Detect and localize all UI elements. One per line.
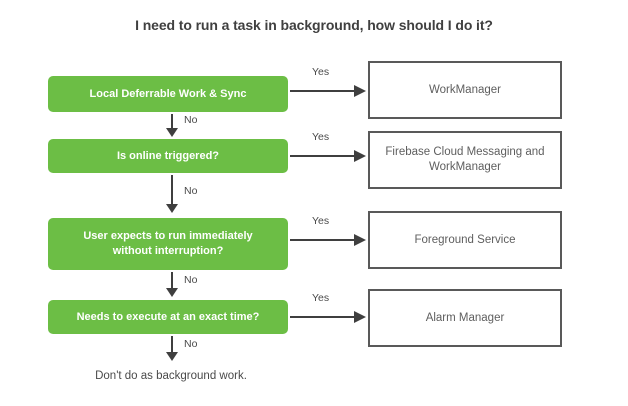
terminal-note: Don't do as background work.	[95, 370, 247, 382]
arrow-head-right-icon	[354, 150, 366, 162]
no-branch-label: No	[184, 114, 198, 126]
arrow-head-down-icon	[166, 204, 178, 213]
outcome-label: Firebase Cloud Messaging and WorkManager	[385, 146, 545, 173]
decision-label: Local Deferrable Work & Sync	[89, 87, 247, 100]
no-arrow-connector-3: No	[166, 272, 226, 299]
yes-arrow-connector-2: Yes	[290, 131, 368, 165]
decision-label: Needs to execute at an exact time?	[76, 310, 260, 323]
arrow-line-icon	[290, 155, 356, 157]
outcome-box-foreground-service[interactable]: Foreground Service	[368, 211, 562, 269]
yes-arrow-connector-1: Yes	[290, 66, 368, 100]
arrow-line-icon	[171, 272, 173, 289]
arrow-line-icon	[171, 175, 173, 205]
outcome-box-alarm-manager[interactable]: Alarm Manager	[368, 289, 562, 347]
arrow-line-icon	[171, 114, 173, 129]
arrow-line-icon	[290, 90, 356, 92]
decision-label: User expects to run immediately without …	[83, 230, 253, 257]
arrow-head-down-icon	[166, 128, 178, 137]
outcome-label: Foreground Service	[414, 233, 516, 246]
arrow-line-icon	[171, 336, 173, 353]
no-branch-label: No	[184, 274, 198, 286]
decision-box-is-online-triggered[interactable]: Is online triggered?	[48, 139, 288, 173]
yes-branch-label: Yes	[312, 215, 330, 227]
yes-arrow-connector-4: Yes	[290, 292, 368, 326]
arrow-head-right-icon	[354, 311, 366, 323]
no-branch-label: No	[184, 338, 198, 350]
yes-branch-label: Yes	[312, 292, 330, 304]
no-branch-label: No	[184, 185, 198, 197]
outcome-box-workmanager[interactable]: WorkManager	[368, 61, 562, 119]
yes-branch-label: Yes	[312, 66, 330, 78]
decision-box-needs-exact-time[interactable]: Needs to execute at an exact time?	[48, 300, 288, 334]
arrow-head-down-icon	[166, 288, 178, 297]
arrow-head-right-icon	[354, 85, 366, 97]
yes-arrow-connector-3: Yes	[290, 215, 368, 249]
no-arrow-connector-1: No	[166, 114, 226, 138]
decision-label: Is online triggered?	[116, 149, 220, 162]
decision-box-local-deferrable-work-sync[interactable]: Local Deferrable Work & Sync	[48, 76, 288, 112]
yes-branch-label: Yes	[312, 131, 330, 143]
outcome-box-fcm-and-workmanager[interactable]: Firebase Cloud Messaging and WorkManager	[368, 131, 562, 189]
decision-box-user-expects-immediate[interactable]: User expects to run immediately without …	[48, 218, 288, 270]
outcome-label: Alarm Manager	[425, 311, 505, 324]
arrow-head-down-icon	[166, 352, 178, 361]
arrow-line-icon	[290, 316, 356, 318]
outcome-label: WorkManager	[428, 83, 501, 96]
no-arrow-connector-4: No	[166, 336, 226, 363]
no-arrow-connector-2: No	[166, 175, 226, 217]
arrow-head-right-icon	[354, 234, 366, 246]
arrow-line-icon	[290, 239, 356, 241]
page-title: I need to run a task in background, how …	[135, 17, 493, 33]
